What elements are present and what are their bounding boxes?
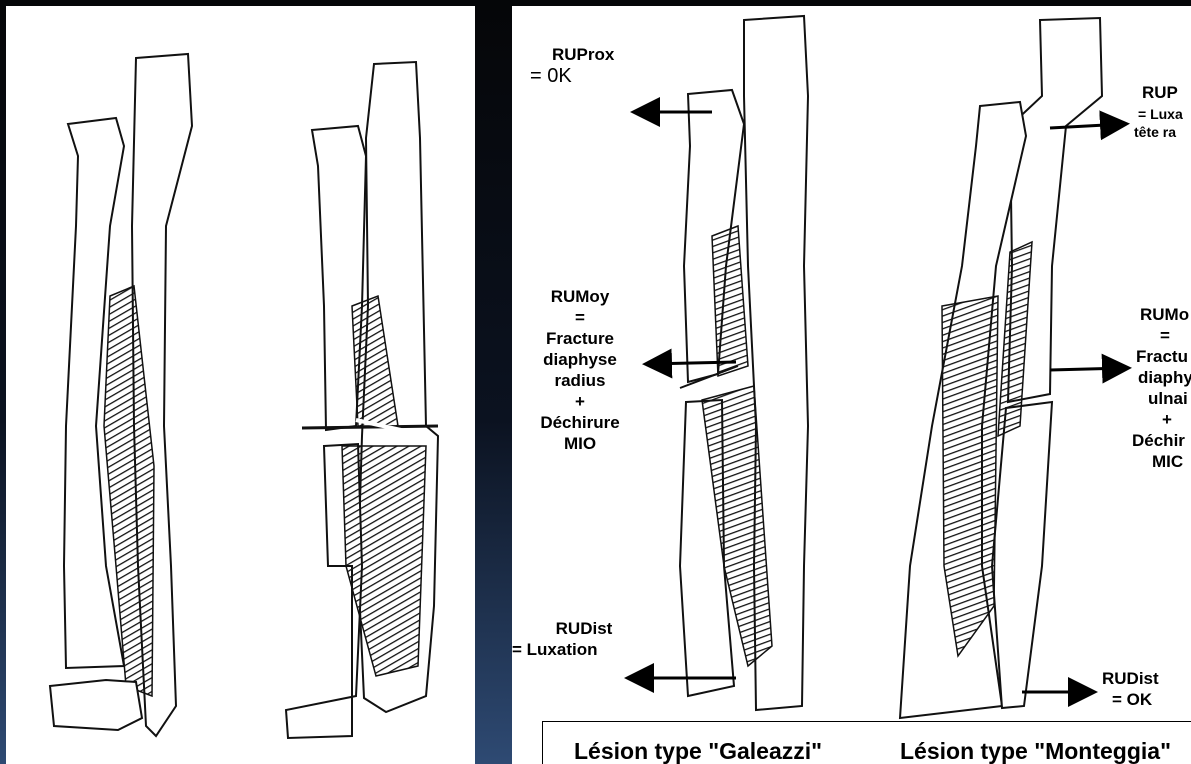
panel-normal-forearms [6, 6, 475, 764]
rumoy-left-line3: radius [520, 370, 640, 391]
caption-galeazzi: Lésion type "Galeazzi" [574, 738, 822, 764]
forearm-illustrations-left [6, 6, 475, 764]
rumoy-right-line5: MIC [1152, 451, 1183, 472]
rumoy-right-line1: Fractu [1136, 346, 1188, 367]
rudist-right-value: = OK [1112, 689, 1152, 710]
rumoy-left-eq: = [520, 307, 640, 328]
rumoy-left-label: RUMoy [520, 286, 640, 307]
rumoy-right-plus: + [1162, 409, 1172, 430]
rumoy-right-line4: Déchir [1132, 430, 1185, 451]
panel-lesion-types: RUProx = 0K RUMoy = Fracture diaphyse ra… [512, 6, 1191, 764]
rudist-left-value: = Luxation [512, 639, 597, 660]
rudist-right-label: RUDist [1102, 668, 1159, 689]
rumoy-right-eq: = [1160, 325, 1170, 346]
rudist-left-label: RUDist [524, 618, 644, 639]
ruprox-left-value: = 0K [530, 66, 572, 87]
rumoy-left-line1: Fracture [520, 328, 640, 349]
ruprox-left-label: RUProx [552, 44, 614, 65]
rumoy-left-line4: Déchirure [520, 412, 640, 433]
rumoy-right-line3: ulnai [1148, 388, 1188, 409]
rumoy-left-line2: diaphyse [520, 349, 640, 370]
ruprox-right-line2: tête ra [1134, 122, 1176, 143]
rumoy-left-plus: + [520, 391, 640, 412]
ruprox-right-label: RUP [1142, 82, 1178, 103]
caption-monteggia: Lésion type "Monteggia" [900, 738, 1171, 764]
rumoy-left-line5: MIO [520, 433, 640, 454]
forearm-fractured [286, 62, 438, 738]
rumoy-right-line2: diaphy [1138, 367, 1191, 388]
forearm-normal [50, 54, 192, 736]
rumoy-right-label: RUMo [1140, 304, 1189, 325]
